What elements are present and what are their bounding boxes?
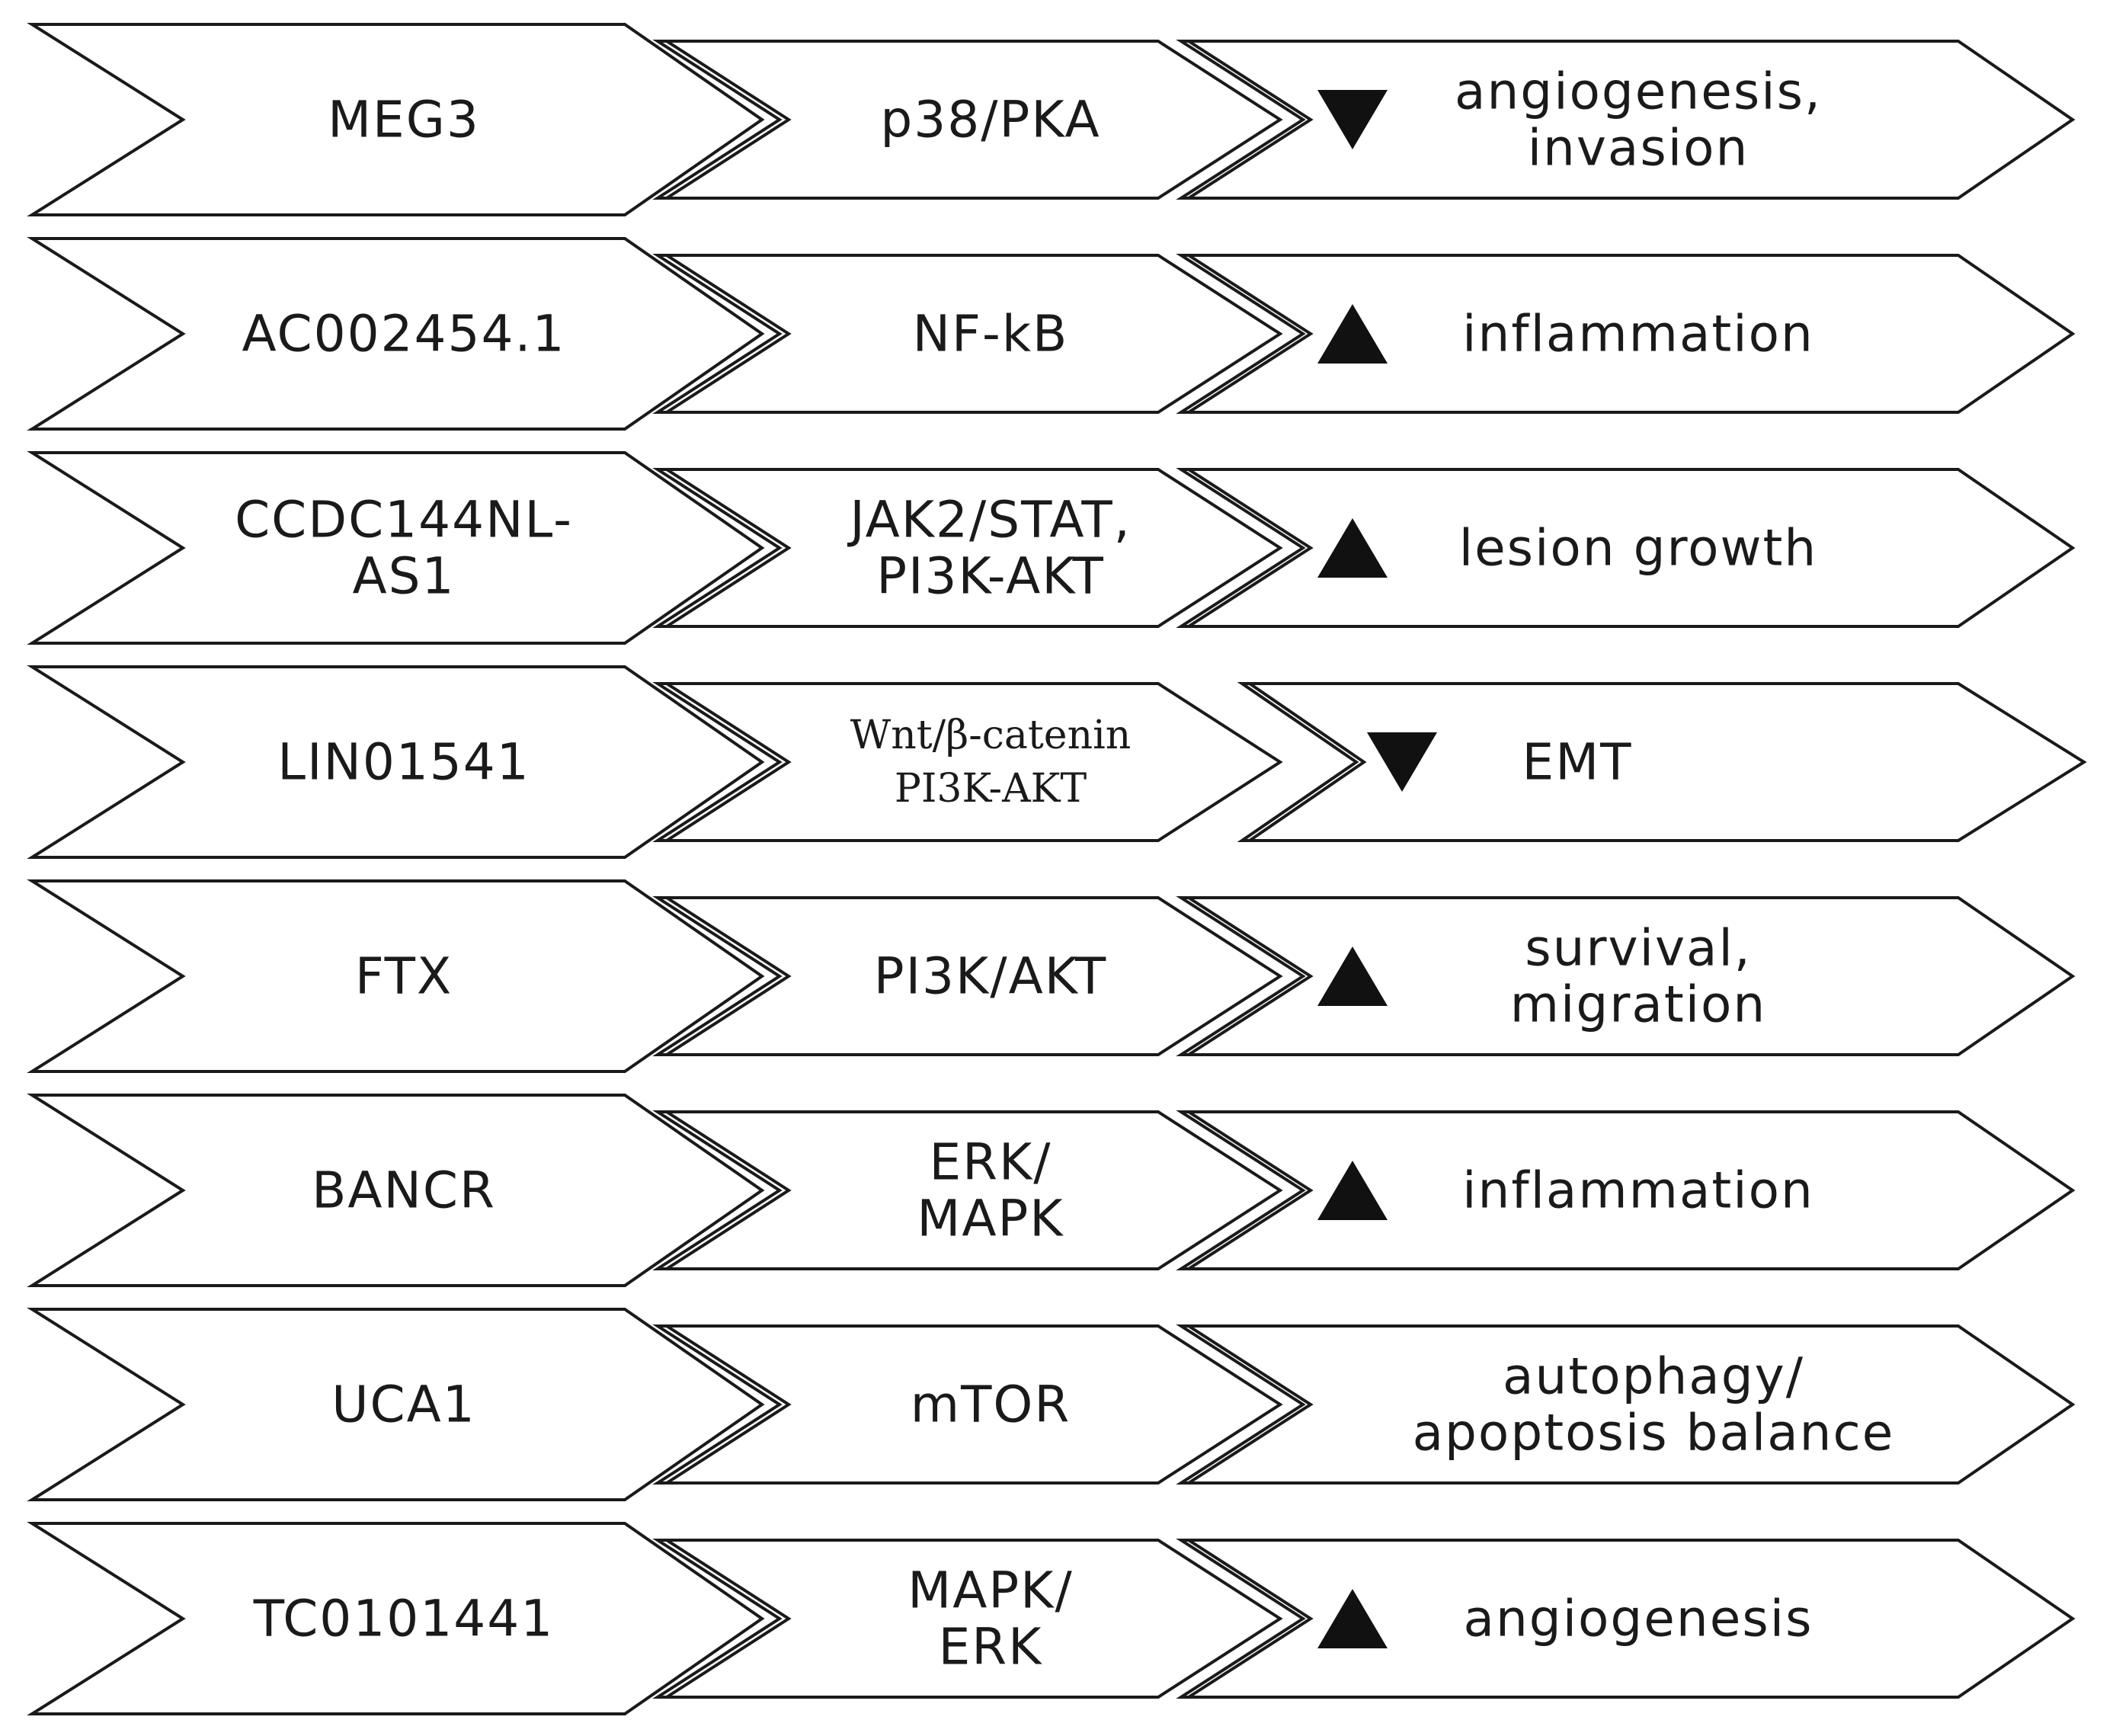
gene-chevron xyxy=(27,879,765,1073)
effect-chevron xyxy=(1183,896,2076,1056)
gene-chevron xyxy=(27,451,765,645)
gene-label: UCA1 xyxy=(331,1376,476,1434)
row-2: AC002454.1 NF-kB inflammation xyxy=(27,237,2076,431)
gene-label: CCDC144NL- xyxy=(235,491,573,549)
pathway-chevron xyxy=(661,896,1283,1056)
gene-chevron xyxy=(27,237,765,431)
gene-label: BANCR xyxy=(312,1161,496,1220)
effect-chevron xyxy=(1183,1539,2076,1699)
gene-label: TC0101441 xyxy=(253,1590,554,1648)
pathway-label: PI3K-AKT xyxy=(895,766,1087,812)
effect-label: survival, xyxy=(1525,919,1752,978)
effect-chevron xyxy=(1183,254,2076,414)
up-arrow-icon xyxy=(1317,518,1388,578)
row-1: MEG3 p38/PKA angiogenesis,invasion xyxy=(27,23,2076,216)
pathway-label: MAPK xyxy=(917,1190,1064,1248)
effect-chevron xyxy=(1183,1324,2076,1485)
up-arrow-icon xyxy=(1317,1161,1388,1220)
pathway-label: Wnt/β-catenin xyxy=(850,713,1131,758)
gene-chevron xyxy=(27,23,765,216)
pathway-label: PI3K/AKT xyxy=(874,947,1107,1006)
gene-chevron xyxy=(27,1522,765,1715)
effect-chevron xyxy=(1244,682,2087,842)
row-8: TC0101441 MAPK/ERK angiogenesis xyxy=(27,1522,2076,1715)
effect-chevron xyxy=(1183,1110,2076,1270)
pathway-label: MAPK/ xyxy=(908,1561,1073,1620)
pathway-label: ERK xyxy=(939,1618,1043,1677)
pathway-label: PI3K-AKT xyxy=(876,547,1105,606)
gene-chevron xyxy=(27,1308,765,1501)
effect-label: invasion xyxy=(1528,119,1749,178)
up-arrow-icon xyxy=(1317,946,1388,1006)
gene-label: FTX xyxy=(355,947,453,1006)
pathway-chevron xyxy=(661,1324,1283,1485)
pathway-chevron xyxy=(661,40,1283,200)
effect-label: angiogenesis xyxy=(1464,1590,1813,1648)
effect-label: autophagy/ xyxy=(1503,1347,1804,1406)
pathway-label: ERK/ xyxy=(929,1133,1052,1192)
pathway-chevron xyxy=(661,254,1283,414)
effect-label: apoptosis balance xyxy=(1413,1404,1895,1462)
gene-chevron xyxy=(27,665,765,859)
pathway-chevron xyxy=(661,468,1283,628)
pathway-chevron xyxy=(661,1539,1283,1699)
pathway-label: JAK2/STAT, xyxy=(847,491,1131,549)
up-arrow-icon xyxy=(1317,1589,1388,1648)
effect-label: inflammation xyxy=(1462,1161,1814,1220)
row-5: FTX PI3K/AKT survival,migration xyxy=(27,879,2076,1073)
effect-label: EMT xyxy=(1522,733,1633,792)
row-3: CCDC144NL-AS1 JAK2/STAT,PI3K-AKT lesion gr… xyxy=(27,451,2076,645)
pathway-label: p38/PKA xyxy=(880,91,1100,149)
effect-chevron xyxy=(1183,40,2076,200)
effect-label: angiogenesis, xyxy=(1455,62,1822,121)
effect-label: inflammation xyxy=(1462,305,1814,364)
gene-label: LIN01541 xyxy=(277,733,530,792)
pathway-label: NF-kB xyxy=(913,305,1069,364)
pathway-chevron xyxy=(661,1110,1283,1270)
row-6: BANCR ERK/MAPK inflammation xyxy=(27,1094,2076,1287)
effect-label: migration xyxy=(1510,975,1767,1034)
gene-label: AS1 xyxy=(352,547,455,606)
gene-chevron xyxy=(27,1094,765,1287)
pathway-chevron xyxy=(661,682,1283,842)
down-arrow-icon xyxy=(1317,90,1388,149)
pathway-label: mTOR xyxy=(911,1376,1071,1434)
up-arrow-icon xyxy=(1317,304,1388,364)
gene-label: AC002454.1 xyxy=(242,305,566,364)
effect-chevron xyxy=(1183,468,2076,628)
row-7: UCA1 mTOR autophagy/apoptosis balance xyxy=(27,1308,2076,1501)
gene-label: MEG3 xyxy=(328,91,480,149)
effect-label: lesion growth xyxy=(1459,519,1818,578)
down-arrow-icon xyxy=(1367,732,1437,792)
